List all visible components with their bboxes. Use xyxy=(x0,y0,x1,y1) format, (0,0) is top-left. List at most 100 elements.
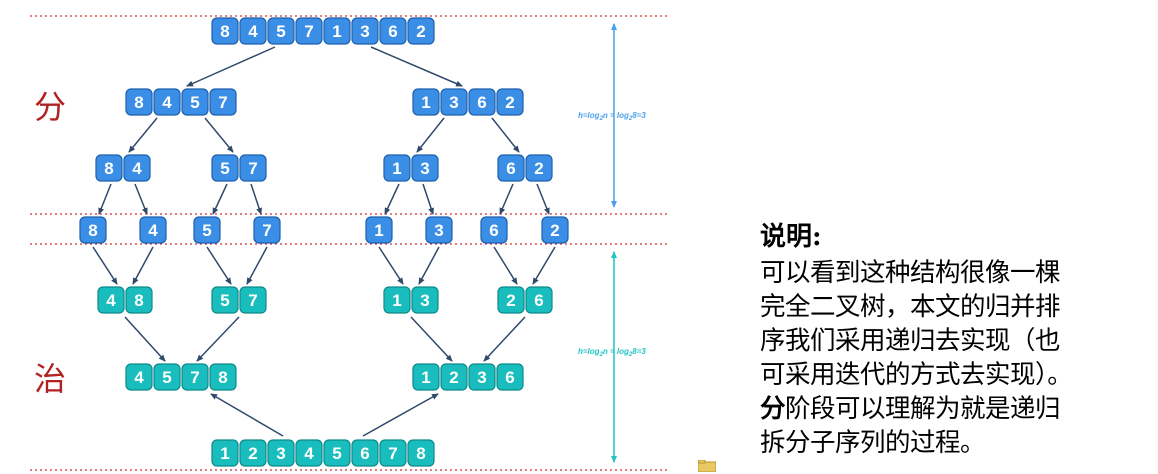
tree-arrow xyxy=(493,246,518,285)
number-cell xyxy=(412,363,440,391)
tree-arrow xyxy=(196,316,240,362)
number-value: 6 xyxy=(489,221,498,240)
tree-arrow xyxy=(418,246,440,285)
number-value: 7 xyxy=(248,291,257,310)
number-cell xyxy=(125,363,153,391)
description-line-1: 可以看到这种结构很像一棵 xyxy=(760,258,1061,288)
number-value: 8 xyxy=(104,159,113,178)
number-cell xyxy=(351,439,379,467)
number-cell xyxy=(496,363,524,391)
number-cell xyxy=(379,439,407,467)
tree-arrow xyxy=(186,46,276,87)
number-cell xyxy=(497,286,525,314)
stage-label-conquer: 治 xyxy=(34,360,66,398)
tree-arrows xyxy=(92,46,556,437)
stage-label-divide: 分 xyxy=(34,88,66,126)
number-value: 2 xyxy=(449,368,458,387)
number-cell xyxy=(193,216,221,244)
tree-arrow xyxy=(246,246,268,285)
number-value: 7 xyxy=(190,368,199,387)
height-note-divide: h=log2n = log28=3 xyxy=(578,111,646,122)
number-value: 6 xyxy=(506,159,515,178)
number-cell xyxy=(153,88,181,116)
number-cell xyxy=(181,88,209,116)
number-value: 1 xyxy=(392,159,401,178)
tree-arrow xyxy=(536,183,550,215)
number-value: 3 xyxy=(434,221,443,240)
number-cell xyxy=(239,286,267,314)
number-value: 2 xyxy=(248,444,257,463)
number-value: 8 xyxy=(220,22,229,41)
number-value: 3 xyxy=(449,93,458,112)
number-cell xyxy=(407,439,435,467)
number-value: 4 xyxy=(248,22,258,41)
number-cell xyxy=(379,17,407,45)
number-value: 6 xyxy=(505,368,514,387)
number-cell xyxy=(267,439,295,467)
tree-arrow xyxy=(416,117,445,153)
number-value: 4 xyxy=(304,444,314,463)
tree-arrow xyxy=(212,183,228,215)
folder-icon xyxy=(698,460,716,472)
tree-arrow xyxy=(92,246,118,285)
tree-arrow xyxy=(210,393,284,437)
number-cell xyxy=(239,439,267,467)
array-group: 4 xyxy=(139,216,167,244)
description-line-2: 完全二叉树，本文的归并排 xyxy=(760,292,1061,322)
number-cell xyxy=(123,154,151,182)
number-cell xyxy=(351,17,379,45)
number-cell xyxy=(440,363,468,391)
tree-arrow xyxy=(132,246,154,285)
number-cell xyxy=(525,286,553,314)
number-value: 4 xyxy=(148,221,158,240)
array-group: 6 xyxy=(480,216,508,244)
number-cell xyxy=(125,286,153,314)
number-value: 2 xyxy=(550,221,559,240)
number-value: 2 xyxy=(505,93,514,112)
number-value: 7 xyxy=(304,22,313,41)
number-value: 4 xyxy=(132,159,142,178)
number-cell xyxy=(209,88,237,116)
number-value: 7 xyxy=(218,93,227,112)
tree-arrow xyxy=(410,316,453,362)
number-cell xyxy=(480,216,508,244)
description-panel: 说明: 可以看到这种结构很像一棵 完全二叉树，本文的归并排 序我们采用递归去实现… xyxy=(760,218,1152,460)
description-bold-word: 分 xyxy=(760,394,786,424)
number-cell xyxy=(209,363,237,391)
number-value: 8 xyxy=(134,291,143,310)
number-cell xyxy=(440,88,468,116)
level-separators xyxy=(30,15,668,471)
number-value: 2 xyxy=(506,291,515,310)
description-title: 说明: xyxy=(760,222,822,252)
number-value: 1 xyxy=(421,368,430,387)
number-cell xyxy=(239,154,267,182)
array-group: 2 xyxy=(541,216,569,244)
number-value: 8 xyxy=(134,93,143,112)
number-cell xyxy=(295,439,323,467)
number-value: 3 xyxy=(477,368,486,387)
description-line-3: 序我们采用递归去实现（也 xyxy=(760,326,1061,356)
number-value: 3 xyxy=(276,444,285,463)
number-value: 3 xyxy=(360,22,369,41)
tree-arrow xyxy=(362,393,439,437)
number-cell xyxy=(541,216,569,244)
tree-arrow xyxy=(128,117,158,153)
number-cell xyxy=(181,363,209,391)
number-value: 3 xyxy=(420,159,429,178)
number-value: 7 xyxy=(262,221,271,240)
number-cell xyxy=(211,286,239,314)
tree-arrow xyxy=(206,246,232,285)
tree-arrow xyxy=(134,183,148,215)
number-cell xyxy=(211,439,239,467)
number-cell xyxy=(496,88,524,116)
number-cell xyxy=(97,286,125,314)
number-cell xyxy=(211,17,239,45)
tree-arrow xyxy=(204,117,234,153)
description-line-4: 可采用迭代的方式去实现）。 xyxy=(760,360,1073,390)
number-value: 1 xyxy=(332,22,341,41)
